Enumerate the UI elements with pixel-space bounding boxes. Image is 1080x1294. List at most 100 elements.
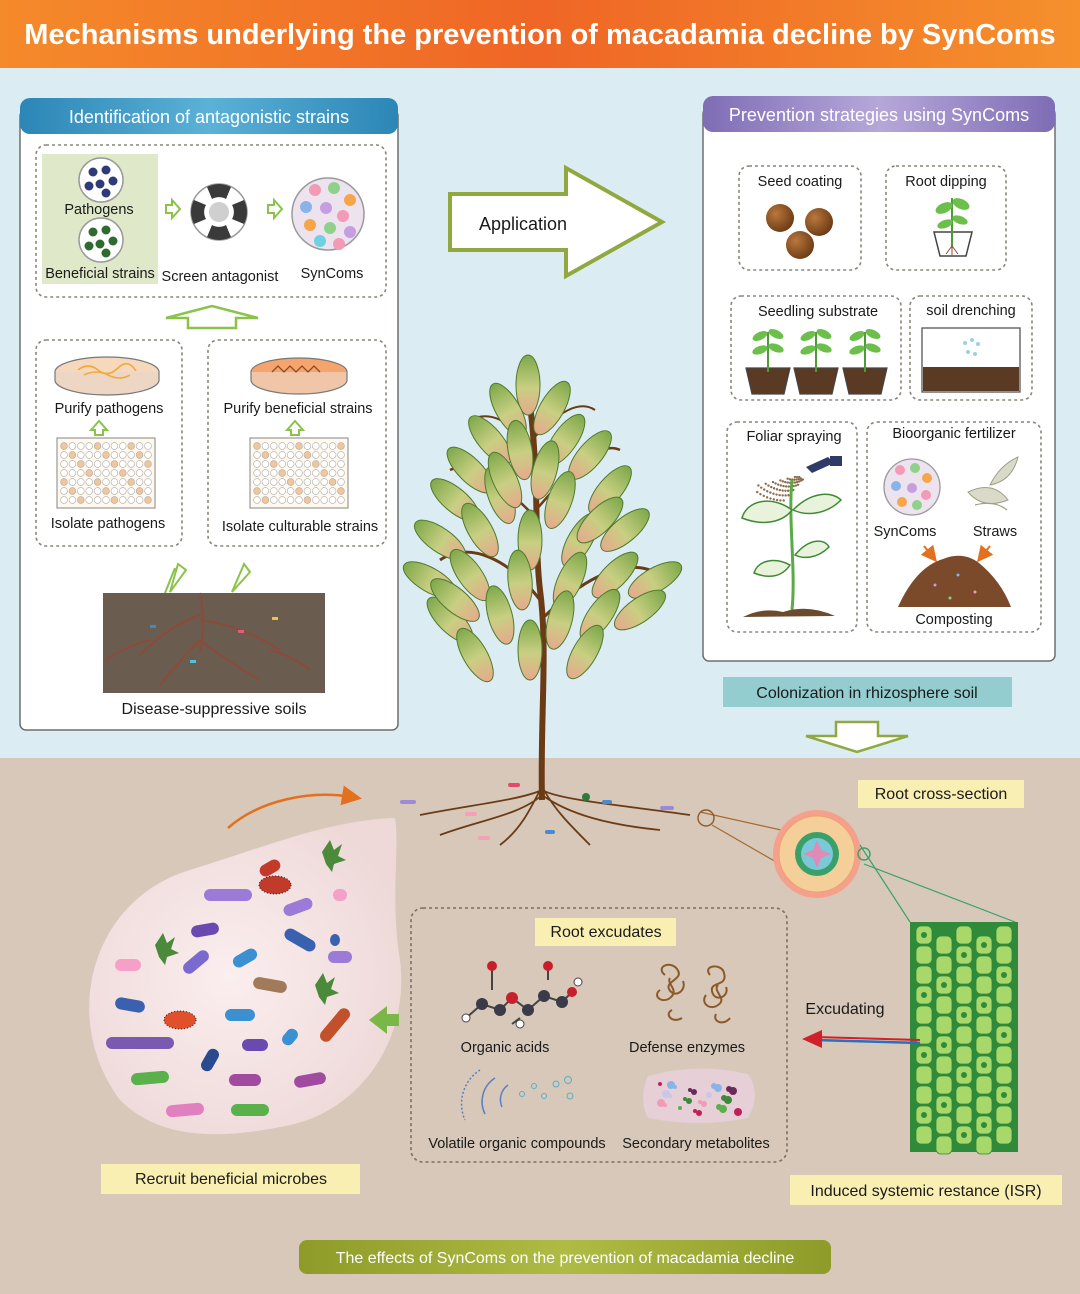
well-dot (110, 487, 119, 495)
plant-cell (935, 1075, 953, 1095)
well-dot (144, 487, 152, 495)
spray-droplet (770, 485, 773, 489)
seedling-leaf (800, 331, 816, 341)
root-cross-section-icon (697, 809, 1016, 923)
well-dot (77, 487, 85, 495)
microbe-algae (322, 840, 346, 872)
well-dot (60, 496, 68, 504)
well-dot (85, 496, 93, 504)
foliar-spray-icon (741, 456, 843, 617)
cell-nucleus (921, 1052, 927, 1058)
well-dot (144, 496, 152, 504)
spray-droplet (797, 480, 801, 483)
spray-droplet (771, 480, 775, 484)
excudating-arrow-icon (802, 1030, 921, 1048)
well-dot (261, 478, 270, 486)
spray-droplet (775, 498, 779, 502)
metabolite-dot (701, 1101, 707, 1107)
soil-drenching-icon (921, 327, 1021, 393)
well-dot (261, 460, 270, 468)
well-dot (60, 469, 68, 477)
well-dot (286, 478, 295, 486)
plant-cell (995, 925, 1013, 945)
voc-label: Volatile organic compounds (428, 1136, 605, 1152)
spray-droplet (779, 484, 783, 487)
recruit-label: Recruit beneficial microbes (135, 1171, 327, 1188)
well-dot (312, 496, 320, 504)
spray-droplet (777, 483, 780, 486)
small-up-arrow-icon (88, 419, 110, 436)
spray-droplet (795, 478, 798, 481)
well-dot (253, 451, 261, 459)
metabolite-dot (686, 1098, 692, 1104)
plant-cell (935, 955, 953, 975)
microbe-rod (294, 1072, 326, 1088)
recruit-arrow-icon (227, 785, 362, 829)
excudating-label: Excudating (805, 1001, 884, 1018)
well-dot (127, 478, 135, 486)
well-dot (337, 496, 345, 504)
well-dot (77, 451, 85, 459)
well-dot (93, 451, 102, 459)
plant-cell (975, 1015, 993, 1035)
spray-droplet (795, 480, 799, 484)
secondary-metabolites-icon (643, 1068, 755, 1123)
plant-cell (995, 1005, 1013, 1025)
application-label: Application (479, 214, 567, 234)
tree-leaf (506, 419, 534, 481)
well-dot (119, 460, 127, 468)
well-dot (119, 469, 127, 477)
pathogen-petri-dish-icon (54, 356, 160, 396)
seed-icon (766, 204, 833, 259)
well-dot (60, 460, 68, 468)
tree-leaf (576, 496, 624, 544)
spray-droplet (772, 498, 776, 501)
well-dot (102, 460, 110, 468)
spray-droplet (796, 483, 800, 486)
metabolite-dot (657, 1099, 665, 1107)
spray-droplet (759, 492, 762, 496)
well-dot (135, 451, 144, 459)
well-dot (286, 451, 295, 459)
well-dot (253, 487, 261, 495)
page-title: Mechanisms underlying the prevention of … (24, 19, 1055, 51)
metabolite-dot (696, 1110, 702, 1116)
microbe-algae (155, 933, 179, 965)
tree-leaf (507, 549, 533, 611)
spray-droplet (757, 484, 760, 487)
well-dot (85, 451, 93, 459)
seedling-leaf (816, 329, 832, 339)
spray-droplet (779, 479, 782, 482)
tree-leaf (533, 380, 571, 436)
microbe-bubble (89, 818, 402, 1135)
well-dot (312, 478, 320, 486)
tree-leaf (461, 502, 499, 558)
down-arrow-icon (805, 720, 909, 754)
seedling-leaf (752, 331, 768, 341)
compost-pile-icon (898, 555, 1011, 607)
organic-acid-molecule-icon (461, 961, 583, 1029)
well-dot (337, 442, 345, 450)
well-dot (93, 469, 102, 477)
soil-drenching-label: soil drenching (926, 303, 1015, 319)
organic-acids-label: Organic acids (461, 1040, 550, 1056)
suppressive-soil-icon (103, 592, 325, 693)
well-dot (328, 496, 337, 504)
well-dot (270, 442, 278, 450)
pathogen-plate-icon (78, 157, 124, 203)
plant-cell (955, 1085, 973, 1105)
well-dot (135, 460, 144, 468)
tree-leaf (515, 354, 541, 416)
tree-leaf (485, 585, 515, 645)
plant-cell (935, 995, 953, 1015)
well-dot (303, 496, 312, 504)
microbe-rod (282, 1028, 298, 1046)
metabolite-dot (734, 1108, 742, 1116)
well-dot (270, 478, 278, 486)
tree-leaf (566, 624, 604, 680)
well-dot (270, 460, 278, 468)
well-dot (102, 442, 110, 450)
seedling-leaf (800, 345, 816, 355)
well-dot (261, 469, 270, 477)
identification-header (20, 98, 398, 134)
